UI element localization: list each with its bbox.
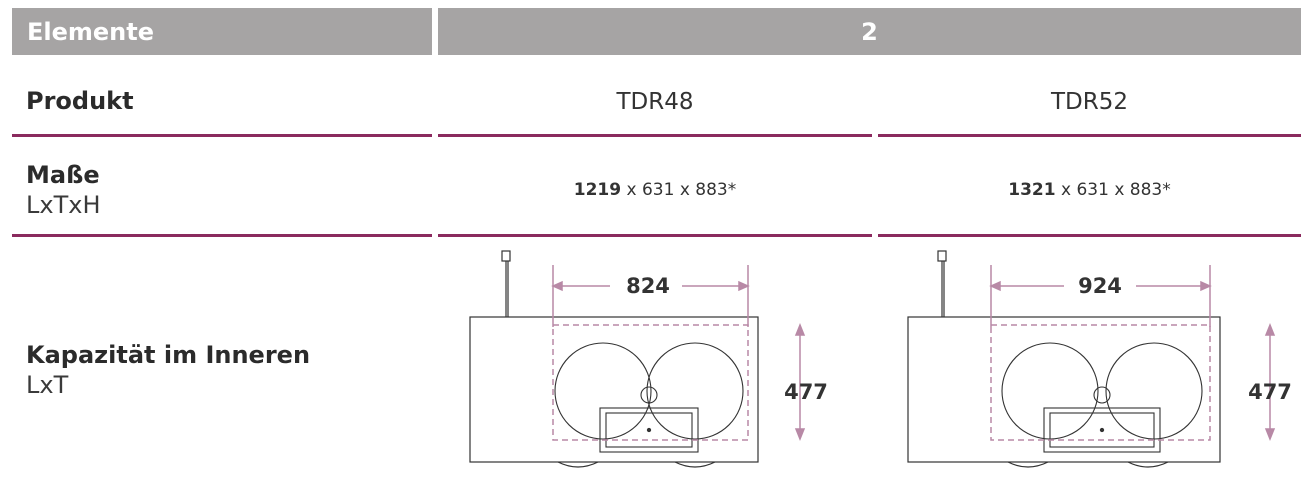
unit-outline-1 <box>469 316 759 468</box>
divider-label-2 <box>12 234 432 237</box>
row-label-product: Produkt <box>26 86 134 116</box>
inner-width-label-2: 924 <box>1078 274 1122 298</box>
divider-col2-2 <box>878 234 1301 237</box>
width-dimension-line-1 <box>551 265 750 327</box>
inner-capacity-box-1 <box>552 324 749 441</box>
drum-circles-2 <box>1001 342 1203 453</box>
drum-circles-1 <box>554 342 744 453</box>
capacity-label: Kapazität im Inneren <box>26 341 311 369</box>
product-name-2: TDR52 <box>878 80 1301 124</box>
width-dimension-line-2 <box>989 265 1212 327</box>
header-label-cell: Elemente <box>12 8 432 55</box>
row-label-dimensions: Maße LxTxH <box>26 160 100 220</box>
dimensions-value-2: 1321 x 631 x 883* <box>878 170 1301 210</box>
divider-col2-1 <box>878 134 1301 137</box>
dimensions-rest-2: x 631 x 883* <box>1055 180 1171 200</box>
dimensions-length-1: 1219 <box>573 180 622 200</box>
inner-width-label-1: 824 <box>626 274 670 298</box>
inner-depth-label-1: 477 <box>784 380 828 404</box>
dimensions-label: Maße <box>26 161 100 189</box>
divider-col1-2 <box>438 234 872 237</box>
depth-dimension-line-2 <box>1264 322 1276 442</box>
product-name-text-2: TDR52 <box>1050 89 1128 115</box>
dimensions-value-1: 1219 x 631 x 883* <box>438 170 872 210</box>
inner-depth-label-2: 477 <box>1248 380 1292 404</box>
dimensions-sublabel: LxTxH <box>26 191 101 219</box>
unit-outline-2 <box>907 316 1221 468</box>
header-label: Elemente <box>27 17 155 46</box>
dimensions-length-2: 1321 <box>1008 180 1056 200</box>
product-label: Produkt <box>26 87 134 115</box>
capacity-drawing-2: 924 477 <box>907 250 1292 468</box>
depth-dimension-line-1 <box>794 322 806 442</box>
header-value-cell: 2 <box>438 8 1301 55</box>
product-name-text-1: TDR48 <box>616 89 694 115</box>
dimensions-rest-1: x 631 x 883* <box>621 180 737 200</box>
row-label-capacity: Kapazität im Inneren LxT <box>26 340 310 400</box>
faucet-icon-2 <box>937 250 947 317</box>
divider-label-1 <box>12 134 432 137</box>
divider-col1-1 <box>438 134 872 137</box>
capacity-drawing-1: 824 477 <box>469 250 828 468</box>
inner-capacity-box-2 <box>990 324 1211 441</box>
faucet-icon-1 <box>501 250 511 317</box>
product-name-1: TDR48 <box>438 80 872 124</box>
header-value: 2 <box>861 17 878 46</box>
capacity-sublabel: LxT <box>26 371 69 399</box>
